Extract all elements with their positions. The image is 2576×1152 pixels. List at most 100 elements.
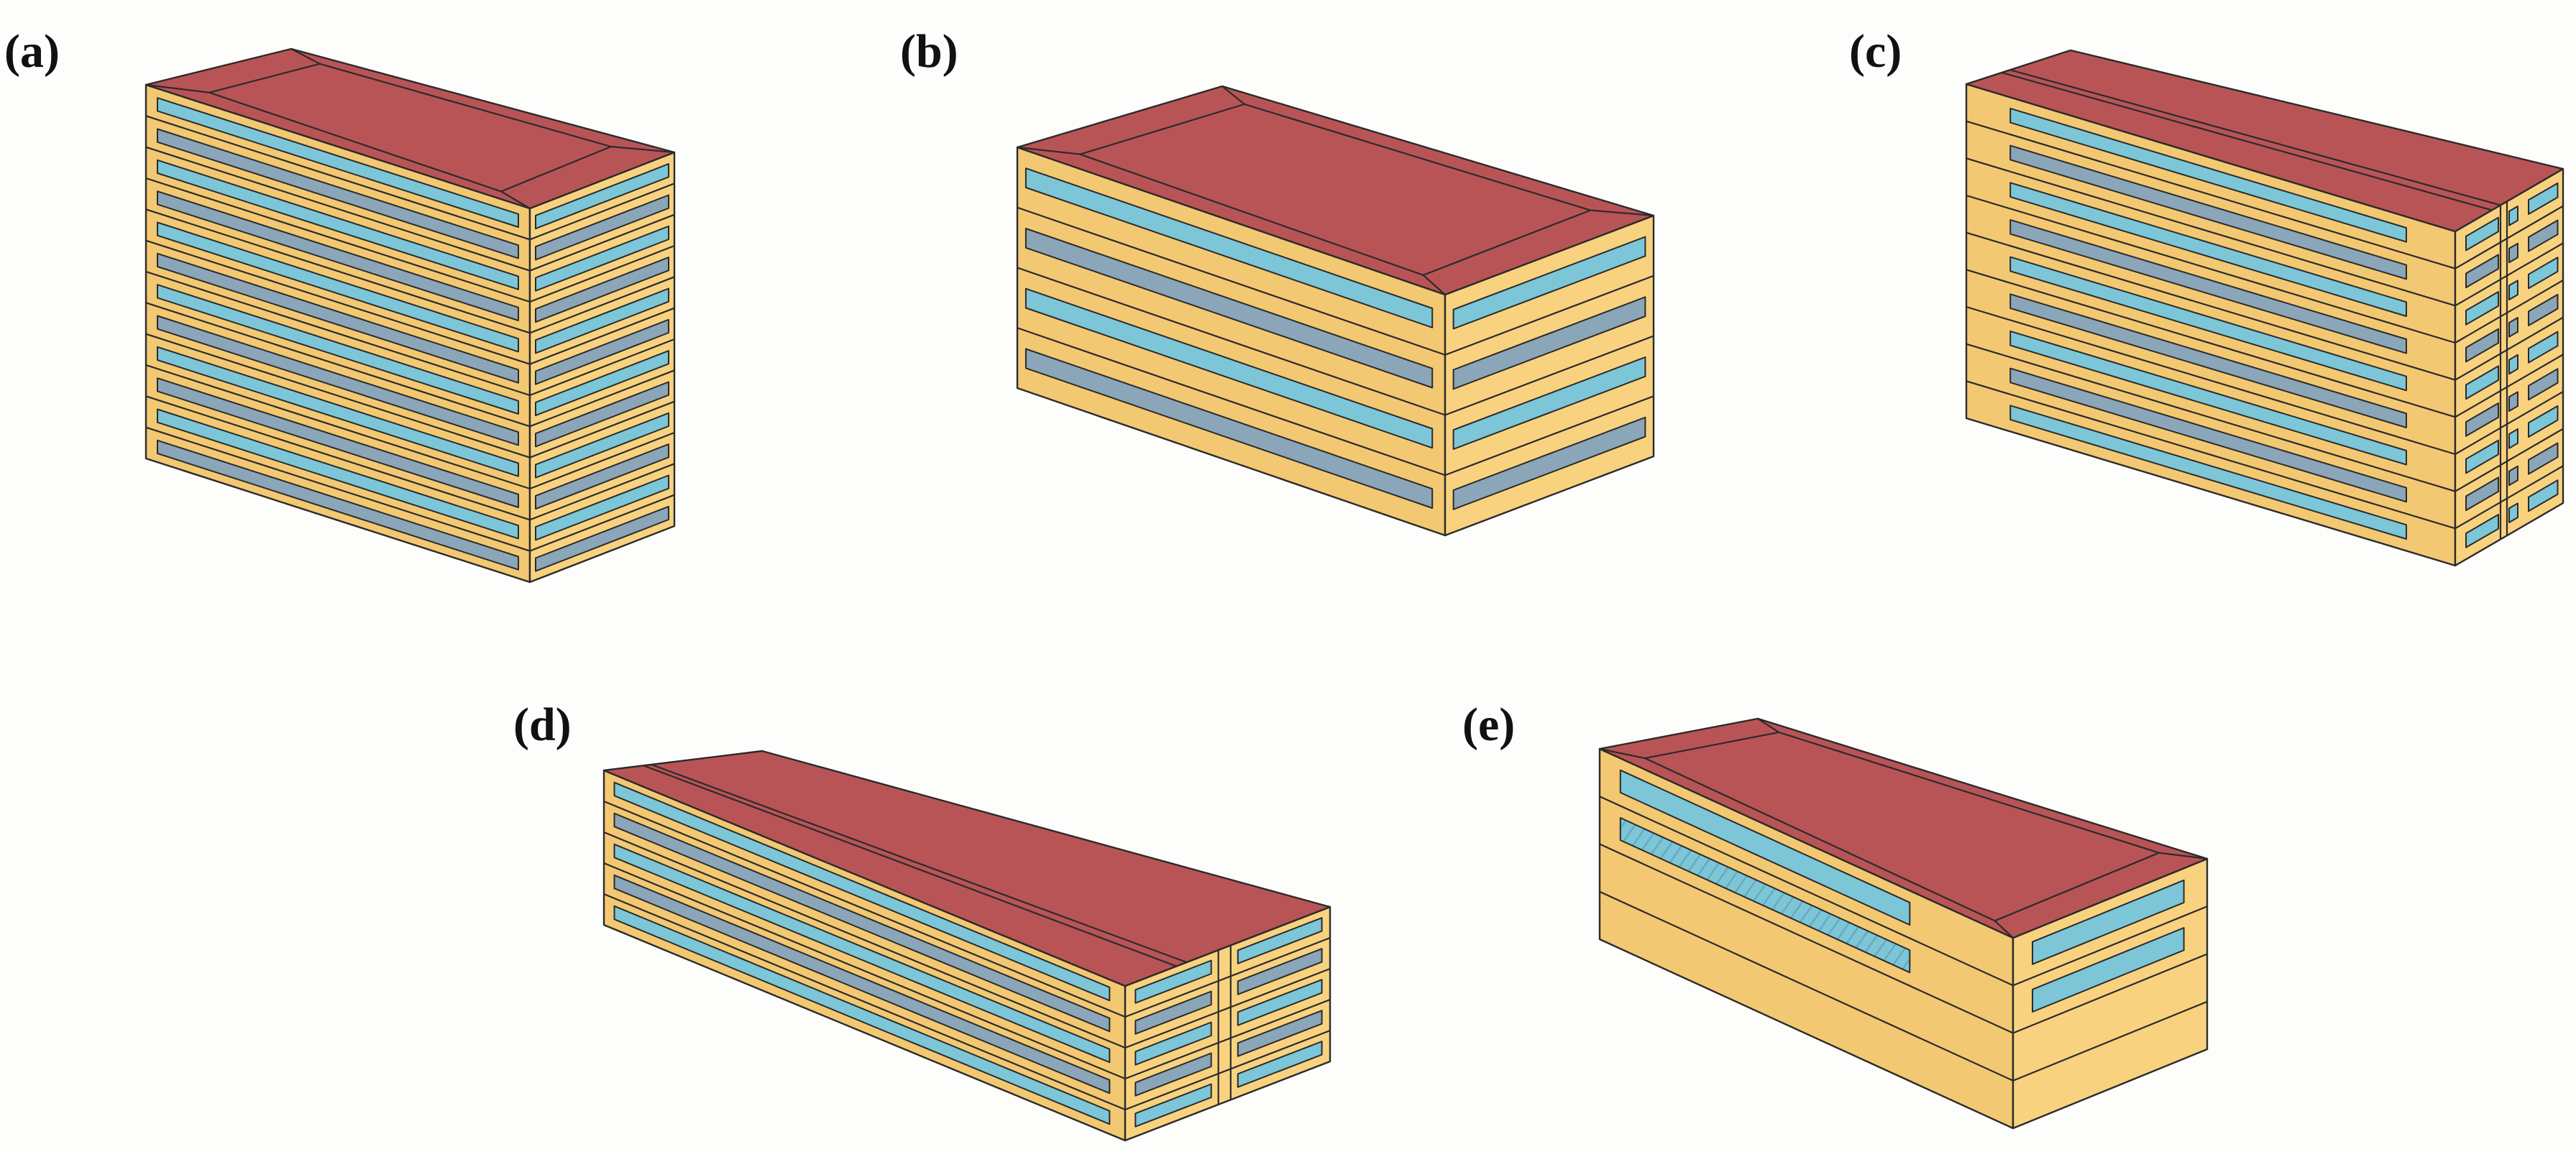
side-floor-line (2454, 316, 2564, 381)
front-floor-line (603, 831, 1126, 1049)
side-window (1135, 959, 1212, 1004)
bldg-a-roof-hip (290, 48, 321, 65)
side-window (2508, 317, 2518, 338)
side-floor-line (2012, 1000, 2208, 1082)
front-window (2009, 144, 2407, 280)
front-window (157, 439, 519, 571)
side-floor-line (2454, 465, 2564, 530)
side-window (2465, 402, 2499, 437)
front-floor-line (1966, 231, 2456, 381)
side-window (2528, 405, 2559, 438)
side-window (1452, 416, 1646, 510)
side-window (1135, 1021, 1212, 1066)
side-floor-line (529, 369, 675, 428)
building-e (1598, 717, 2209, 1130)
bldg-e-roof-hip (1599, 747, 1646, 760)
side-floor-line (529, 338, 675, 397)
front-floor-line (1966, 269, 2456, 418)
front-floor-line (145, 239, 531, 365)
bldg-e-roof-hip (2158, 852, 2208, 860)
front-window (1025, 167, 1434, 328)
bldg-b-roof-hip (1221, 86, 1245, 105)
side-floor-line (1444, 395, 1654, 476)
side-floor-line (529, 276, 675, 334)
front-floor-line (145, 302, 531, 428)
building-d (602, 750, 1331, 1142)
side-window (535, 381, 669, 448)
front-window (613, 905, 1111, 1125)
front-floor-line (145, 364, 531, 490)
front-window (157, 252, 519, 384)
front-floor-line (145, 395, 531, 521)
front-window (2009, 293, 2407, 428)
side-window (535, 443, 669, 510)
side-window (2508, 280, 2518, 300)
side-floor-line (529, 307, 675, 365)
side-window (535, 350, 669, 417)
panel-label-b: (b) (900, 25, 958, 78)
side-window (1237, 1010, 1323, 1057)
side-floor-line (2454, 242, 2564, 307)
side-floor-line (529, 183, 675, 241)
front-floor-line (1966, 343, 2456, 492)
front-window (1619, 769, 1911, 926)
side-window (1135, 1052, 1212, 1097)
building-c (1965, 49, 2564, 567)
front-window (157, 315, 519, 446)
front-floor-line (1966, 380, 2456, 530)
side-window (535, 318, 669, 385)
side-window (2508, 354, 2518, 375)
front-window (157, 159, 519, 290)
bldg-d-roof-corridor-line (643, 765, 1177, 967)
side-window (2508, 242, 2518, 264)
front-floor-line (145, 208, 531, 334)
side-floor-line (2012, 953, 2208, 1034)
side-window (535, 412, 669, 479)
side-window (2508, 502, 2518, 523)
front-window (613, 781, 1111, 1002)
bldg-a-roof-hip (145, 83, 210, 93)
bldg-e-roof-hip (1994, 920, 2014, 939)
side-window (1135, 990, 1212, 1035)
side-floor-line (2454, 280, 2564, 344)
front-floor-line (145, 426, 531, 552)
bldg-b-roof-hip (1422, 274, 1446, 295)
front-floor-line (1599, 843, 2014, 1034)
front-window (2009, 218, 2407, 354)
side-floor-line (1124, 967, 1331, 1049)
bldg-e-roof-inner (1644, 731, 2160, 922)
side-window (535, 194, 669, 261)
building-b (1016, 85, 1655, 537)
front-floor-line (145, 115, 531, 241)
bldg-c-roof-corridor-line (2009, 69, 2501, 206)
front-window (157, 284, 519, 415)
side-floor-line (1444, 335, 1654, 416)
side-floor-line (1124, 998, 1331, 1080)
side-floor-line (1124, 1029, 1331, 1111)
side-window (1135, 1083, 1212, 1128)
bldg-b-roof-inner (1079, 103, 1592, 276)
side-window (2528, 257, 2559, 290)
front-floor-line (603, 800, 1126, 1018)
side-floor-line (529, 213, 675, 272)
side-window (535, 225, 669, 292)
front-floor-line (1966, 305, 2456, 456)
side-window (535, 505, 669, 572)
side-window (1237, 979, 1323, 1026)
side-window (2465, 216, 2499, 252)
front-window (2009, 107, 2407, 243)
bldg-a-roof-hip (610, 145, 675, 154)
side-floor-line (529, 400, 675, 459)
side-window (1237, 948, 1323, 995)
front-window (157, 190, 519, 321)
front-window (613, 874, 1111, 1095)
front-window (157, 221, 519, 353)
front-floor-line (1599, 796, 2014, 987)
side-window (2528, 219, 2559, 252)
front-window (157, 408, 519, 540)
side-window (2465, 476, 2499, 512)
side-window (1237, 917, 1323, 964)
side-window (2465, 291, 2499, 326)
panel-label-d: (d) (513, 699, 572, 751)
